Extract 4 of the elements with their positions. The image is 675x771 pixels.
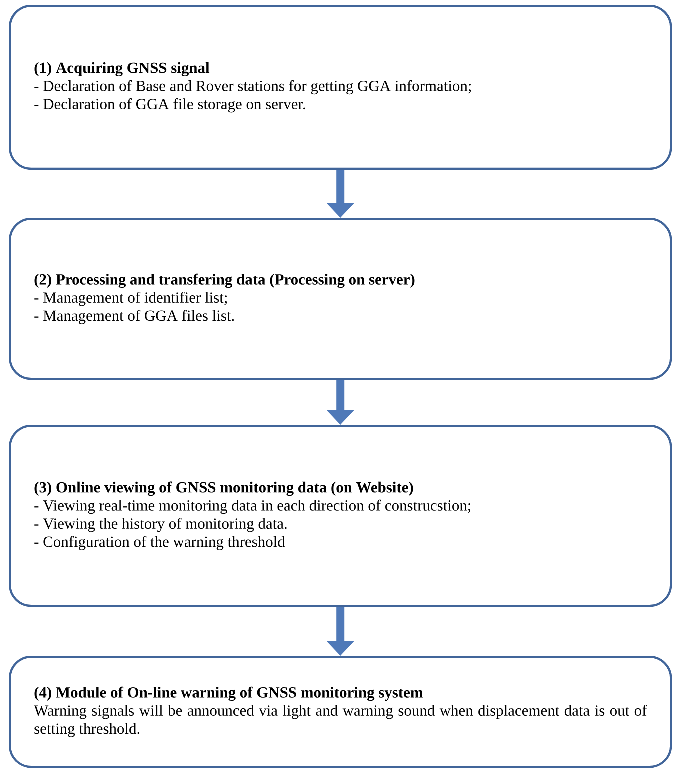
- process-box: (4) Module of On-line warning of GNSS monitoring system Warning signals will be announced via light and warning sound when displacement data is out of setting threshold.: [9, 656, 672, 768]
- process-box: (1) Acquiring GNSS signal - Declaration of Base and Rover stations for getting GGA information; - Declaration of GGA file storage on server.: [9, 5, 672, 170]
- process-box: (2) Processing and transfering data (Processing on server) - Management of identifier list; - Management of GGA files list.: [9, 218, 672, 380]
- process-box: (3) Online viewing of GNSS monitoring data (on Website) - Viewing real-time monitoring data in each direction of construcstion; - Viewing the history of monitoring data. - Configuration of the warning threshold: [9, 425, 672, 608]
